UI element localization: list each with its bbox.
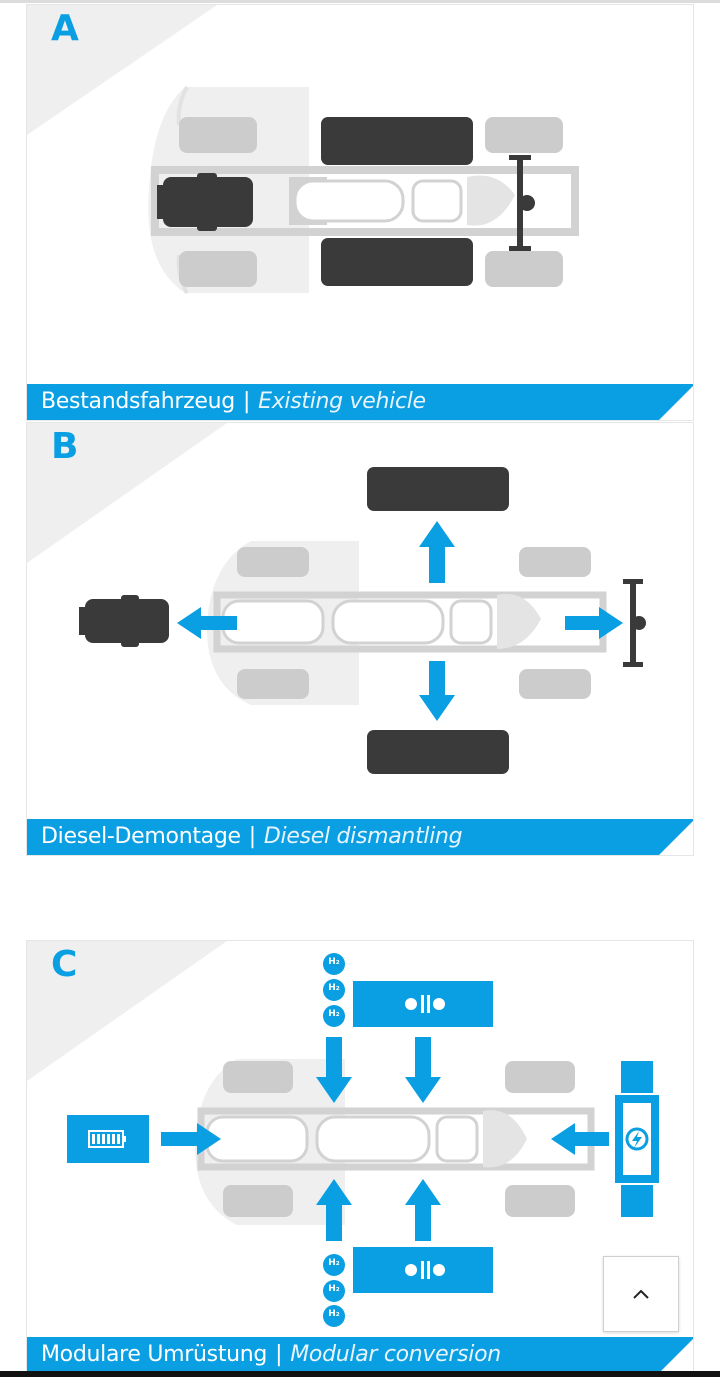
caption-english: Existing vehicle [258,389,426,414]
caption-separator: | [275,1342,283,1367]
caption-english: Diesel dismantling [263,824,463,849]
caption-german: Modulare Umrüstung [41,1342,268,1367]
bottom-bar [0,1371,720,1377]
caption-bar: Diesel-Demontage | Diesel dismantling [27,819,693,855]
panel-diesel-dismantling: B Diesel-Demontage | Diesel dismantling [26,422,694,856]
panel-existing-vehicle: A Bestandsfahrzeug | Existing vehicle [26,4,694,421]
caption-separator: | [248,824,256,849]
existing-vehicle-diagram [27,5,579,294]
caption-bar: Modulare Umrüstung | Modular conversion [27,1337,693,1373]
h2-label: H₂ [328,1258,340,1268]
panel-letter: C [51,944,78,985]
h2-label: H₂ [328,1309,340,1319]
caption-separator: | [242,389,251,414]
back-to-top-button[interactable] [603,1256,679,1332]
chevron-up-icon [633,1289,649,1299]
h2-label: H₂ [328,1009,340,1019]
diesel-dismantling-diagram [27,423,646,774]
panel-modular-conversion: C H₂ H₂ H₂ H₂ H₂ H₂ Modulare Umrüstung|M… [26,940,694,1374]
h2-label: H₂ [328,1284,340,1294]
caption-bar: Bestandsfahrzeug | Existing vehicle [27,384,693,420]
caption-german: Bestandsfahrzeug [41,389,235,414]
top-border [0,0,720,3]
h2-label: H₂ [328,983,340,993]
caption-german: Diesel-Demontage [41,824,241,849]
panel-letter: B [51,426,79,467]
panel-letter: A [51,8,79,49]
h2-label: H₂ [328,957,340,967]
modular-conversion-diagram [27,941,659,1327]
caption-english: Modular conversion [290,1342,501,1367]
